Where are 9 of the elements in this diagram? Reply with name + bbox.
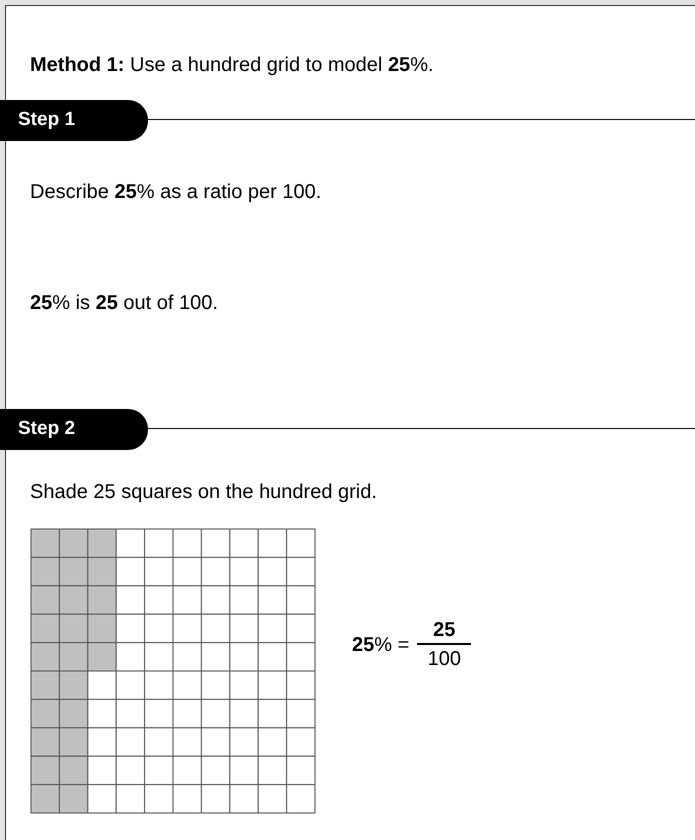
instruction-text: Shade 25 squares on the hundred grid. xyxy=(30,480,377,505)
numerator: 25 xyxy=(432,618,456,643)
step-tab: Step 1 xyxy=(0,100,148,141)
equation-text: 25% = xyxy=(352,633,410,658)
denominator: 100 xyxy=(426,647,462,672)
step-tab: Step 2 xyxy=(0,409,148,450)
statement-text: 25% is 25 out of 100. xyxy=(30,291,218,316)
title: Method 1: Use a hundred grid to model 25%. xyxy=(30,53,434,78)
instruction-text: Describe 25% as a ratio per 100. xyxy=(30,180,322,205)
